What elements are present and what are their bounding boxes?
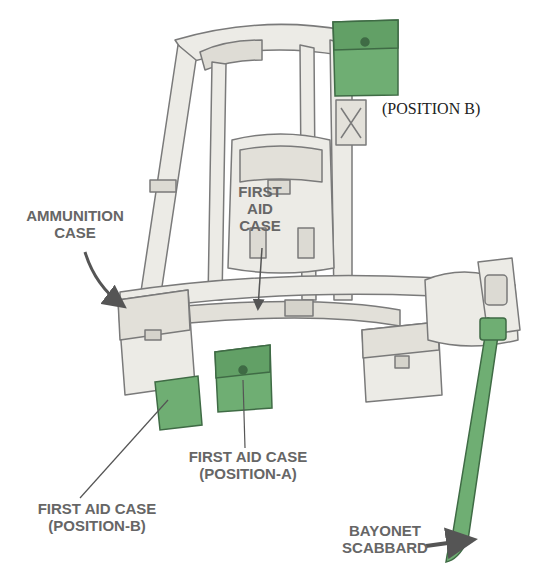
position-label: (POSITION B) xyxy=(382,100,532,117)
part-label: AMMUNITION CASE xyxy=(15,207,135,241)
part-label: FIRST AID CASE (POSITION-B) xyxy=(12,500,182,534)
part-label: FIRST AID CASE xyxy=(225,183,295,234)
part-label: FIRST AID CASE (POSITION-A) xyxy=(168,448,328,482)
part-label: BAYONET SCABBARD xyxy=(335,522,435,556)
